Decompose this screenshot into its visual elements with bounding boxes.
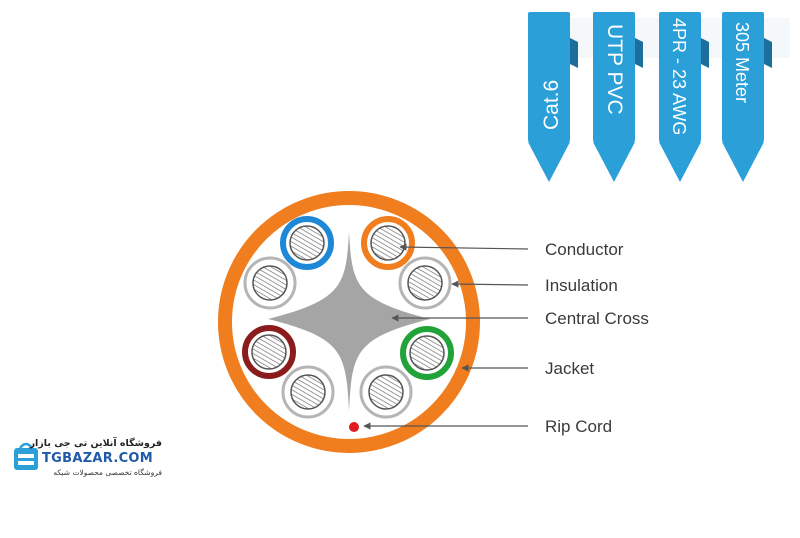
pair-brown-conductor [251, 334, 287, 370]
pair-white-2 [398, 256, 452, 310]
label-jacket: Jacket [545, 359, 594, 378]
white-conductor-3 [290, 374, 326, 410]
cable-cross-section [218, 191, 480, 453]
leader-insulation [451, 280, 529, 288]
tag-305-fold [764, 38, 772, 68]
label-rip-cord: Rip Cord [545, 417, 612, 436]
tag-4pr-text: 4PR - 23 AWG [669, 18, 689, 135]
shop-icon [14, 442, 38, 470]
logo-name-en: TGBAZAR.COM [42, 451, 154, 466]
rip-cord-dot [349, 422, 359, 432]
tag-305-point [722, 142, 764, 182]
leader-conductor [399, 243, 529, 251]
tag-305: 305 Meter [722, 12, 772, 182]
tag-ribbons: Cat.6 UTP PVC 4PR - 23 AWG 305 Meter [528, 12, 790, 182]
pair-orange [361, 216, 415, 270]
pair-white-1 [243, 256, 297, 310]
pair-green-conductor [409, 335, 445, 371]
white-conductor-1 [252, 265, 288, 301]
pair-brown [242, 325, 296, 379]
tag-4pr-point [659, 142, 701, 182]
tag-utp-text: UTP PVC [603, 24, 626, 115]
tag-cat6: Cat.6 [528, 12, 578, 182]
tag-utp: UTP PVC [593, 12, 643, 182]
store-logo: فروشگاه آنلاین تی جی بازار TGBAZAR.COM ف… [12, 438, 162, 480]
pair-green [400, 326, 454, 380]
tag-cat6-point [528, 142, 570, 182]
tag-4pr-bg [659, 12, 701, 142]
pair-blue-conductor [289, 225, 325, 261]
logo-subtitle-fa: فروشگاه تخصصی محصولات شبکه [53, 468, 162, 477]
central-cross [268, 232, 430, 411]
tag-4pr-fold [701, 38, 709, 68]
label-conductor: Conductor [545, 240, 624, 259]
logo-name-fa: فروشگاه آنلاین تی جی بازار [29, 438, 162, 449]
tag-cat6-bg [528, 12, 570, 142]
white-conductor-4 [368, 374, 404, 410]
tag-utp-point [593, 142, 635, 182]
tag-utp-fold [635, 38, 643, 68]
pair-white-3 [281, 365, 335, 419]
tag-cat6-fold [570, 38, 578, 68]
pair-orange-conductor [370, 225, 406, 261]
white-conductor-2 [407, 265, 443, 301]
labels: Conductor Insulation Central Cross Jacke… [545, 240, 649, 436]
leader-lines [363, 243, 529, 430]
label-central-cross: Central Cross [545, 309, 649, 328]
tag-4pr: 4PR - 23 AWG [659, 12, 709, 182]
label-insulation: Insulation [545, 276, 618, 295]
tag-305-bg [722, 12, 764, 142]
pair-blue [280, 216, 334, 270]
tag-cat6-text: Cat.6 [540, 80, 563, 130]
tag-utp-bg [593, 12, 635, 142]
tag-305-text: 305 Meter [732, 22, 752, 103]
pair-white-4 [359, 365, 413, 419]
